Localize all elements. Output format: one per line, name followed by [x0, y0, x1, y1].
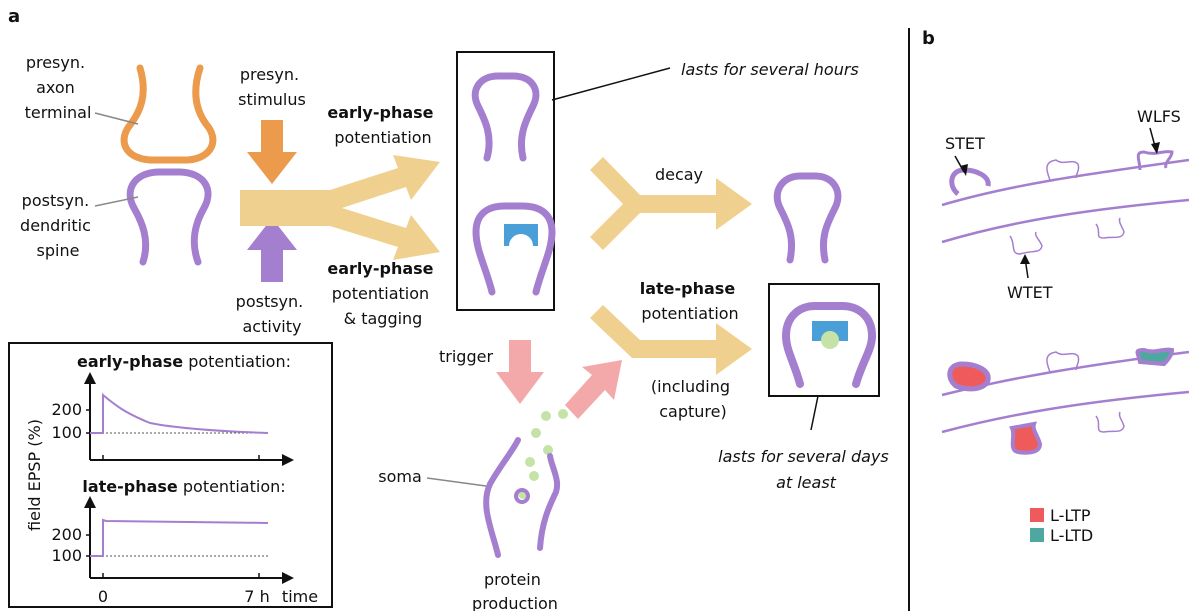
presyn-label: presyn. axon terminal	[25, 53, 92, 122]
days-pointer	[811, 396, 818, 430]
early-spine	[475, 76, 536, 158]
axon-terminal-shape	[124, 68, 213, 160]
postsyn-label: postsyn. dendritic spine	[20, 191, 96, 260]
protein-dot	[541, 411, 551, 421]
inset-xtick-7h: 7 h	[244, 587, 269, 606]
early-epsp-trace	[90, 395, 268, 433]
protein-arrow	[565, 360, 622, 419]
protein-dot	[525, 457, 535, 467]
late-epsp-trace	[90, 520, 268, 556]
inset-xtick-0: 0	[98, 587, 108, 606]
inset-frame	[9, 343, 332, 607]
inset-xlabel: time	[282, 587, 318, 606]
inset-late-title: late-phase potentiation:	[82, 477, 285, 496]
stet-label: STET	[945, 134, 985, 153]
legend-swatch-lltp	[1030, 508, 1044, 522]
panel-a-letter: a	[8, 6, 20, 27]
decayed-spine	[777, 176, 838, 260]
days-note: lasts for several days at least	[718, 447, 894, 492]
activity-arrow	[247, 218, 297, 282]
decay-label: decay	[655, 165, 703, 184]
inset-lower-ytick-200: 200	[51, 525, 82, 544]
stet-spine	[952, 170, 988, 194]
trigger-arrow	[496, 340, 544, 404]
dendrite-upper-bottom	[942, 200, 1189, 242]
protein-dot	[529, 471, 539, 481]
protein-dot	[558, 409, 568, 419]
dendrite-lower-bottom	[942, 392, 1189, 432]
panel-b-letter: b	[922, 28, 935, 49]
inset-lower-ytick-100: 100	[51, 546, 82, 565]
inset-ylabel: field EPSP (%)	[25, 419, 44, 531]
hours-note: lasts for several hours	[681, 60, 859, 79]
legend-label-lltd: L-LTD	[1050, 526, 1093, 545]
protein-dot	[531, 428, 541, 438]
dendrite-upper-top	[942, 160, 1189, 205]
stimulus-label: presyn. stimulus	[238, 65, 306, 109]
inset-upper-ytick-100: 100	[51, 423, 82, 442]
stet-spine-lltp	[950, 364, 988, 389]
legend-swatch-lltd	[1030, 528, 1044, 542]
dendritic-spine-shape	[130, 172, 208, 262]
inset-early-title: early-phase potentiation:	[77, 352, 291, 371]
soma-pointer	[427, 478, 486, 486]
soma-label: soma	[378, 467, 422, 486]
spine-small	[1096, 218, 1124, 238]
capture-label: (including capture)	[651, 377, 735, 421]
wtet-spine	[1010, 232, 1042, 254]
legend-label-lltp: L-LTP	[1050, 506, 1091, 525]
wtet-label: WTET	[1007, 283, 1053, 302]
tagged-spine	[476, 206, 552, 292]
hours-pointer	[552, 68, 670, 100]
wlfs-spine-lltd	[1138, 350, 1173, 364]
early-phase-label: early-phase potentiation	[327, 103, 438, 147]
late-phase-label: late-phase potentiation	[640, 279, 741, 323]
activity-label: postsyn. activity	[236, 292, 309, 336]
early-tagging-label: early-phase potentiation & tagging	[327, 259, 438, 328]
trigger-label: trigger	[439, 347, 493, 366]
protein-label: protein production	[472, 570, 558, 611]
captured-protein	[821, 331, 839, 349]
inset-upper-ytick-200: 200	[51, 400, 82, 419]
stimulus-arrow	[247, 120, 297, 184]
wtet-spine-lltp	[1012, 424, 1040, 453]
wlfs-label: WLFS	[1137, 107, 1181, 126]
